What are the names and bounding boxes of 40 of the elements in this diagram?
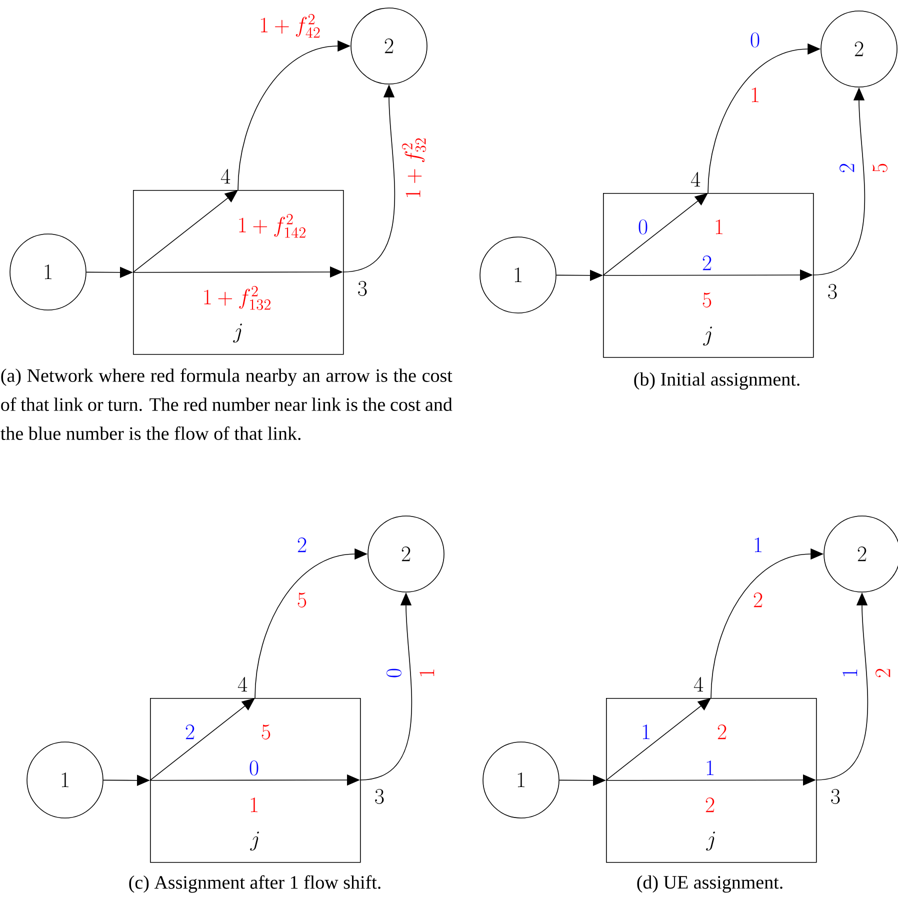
flow-label: $1$ [842,670,858,676]
arrow [150,698,255,781]
node-label: $4$ [690,172,700,187]
cost-label: $1+f_{42}^2$ [260,14,320,38]
cost-label: $1+f_{32}^2$ [402,138,426,198]
node-label: $4$ [238,676,248,692]
flow-label: $2$ [702,256,712,270]
flow-label: $1$ [754,538,762,552]
cost-label: $5$ [872,164,888,172]
arrow [602,193,708,276]
node-label: $3$ [375,789,384,804]
cost-label: $5$ [298,592,306,608]
flow-label: $0$ [386,668,402,678]
arrow [606,698,711,781]
cost-label: $2$ [706,798,714,812]
node-label: $3$ [358,281,367,296]
node-label: $4$ [694,676,704,692]
cost-label: $1$ [716,220,722,234]
flow-label: $2$ [298,538,306,552]
cost-label: $2$ [876,668,890,678]
cost-label: $1+f_{142}^2$ [239,214,306,238]
flow-label: $2$ [840,164,854,172]
cost-label: $5$ [262,724,270,740]
cost-label: $1$ [250,798,258,812]
flow-label: $2$ [186,724,194,740]
node-label: $3$ [828,284,837,299]
cost-label: $1+f_{132}^2$ [204,286,270,310]
cost-label: $2$ [754,592,762,608]
node-label: $4$ [220,168,230,184]
cost-label: $2$ [718,724,726,740]
cost-label: $1$ [420,670,434,676]
arrow [132,190,238,273]
node-label: $3$ [831,789,840,804]
flow-label: $1$ [642,724,650,740]
flow-label: $0$ [250,760,258,776]
cost-label: $5$ [702,292,712,308]
flow-label: $0$ [750,32,760,48]
flow-label: $1$ [706,760,714,776]
flow-label: $0$ [638,220,648,234]
cost-label: $1$ [752,88,758,102]
